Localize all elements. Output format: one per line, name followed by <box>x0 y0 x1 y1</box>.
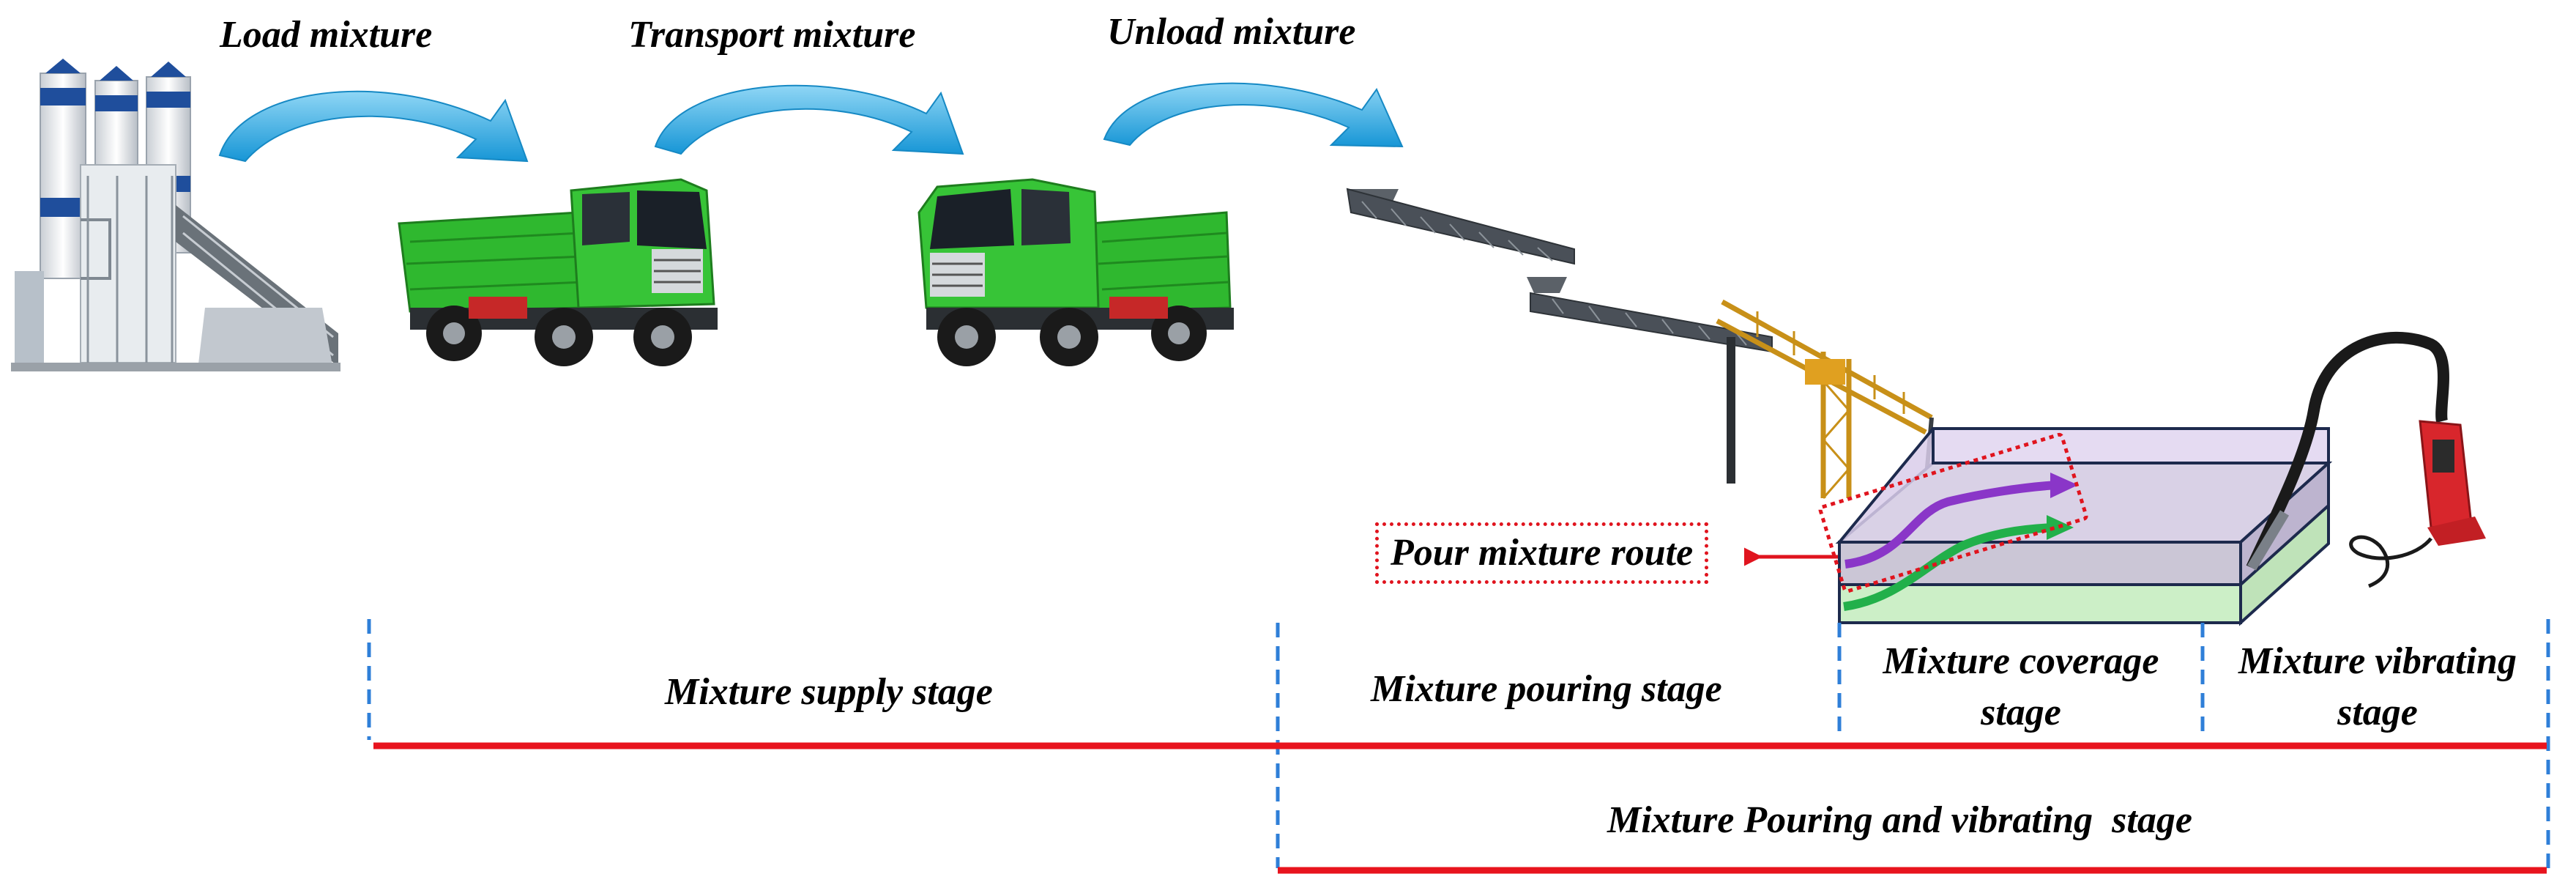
step-transport-label: Transport mixture <box>628 14 916 56</box>
stage-vibrating-label: Mixture vibrating stage <box>2238 640 2517 733</box>
poker-vibrator-icon <box>2246 331 2486 588</box>
stage-pouring-label: Mixture pouring stage <box>1371 668 1722 710</box>
flow-arrow-1-icon <box>218 90 529 163</box>
flow-arrow-2-icon <box>654 84 964 155</box>
batching-plant-icon <box>11 59 340 371</box>
purple-pour-route-icon <box>1844 473 2078 569</box>
concrete-slab-icon <box>1835 427 2333 626</box>
dump-truck-icon <box>398 178 718 366</box>
step-unload-label: Unload mixture <box>1107 11 1356 53</box>
stage-supply-label: Mixture supply stage <box>665 671 993 713</box>
dump-truck-icon <box>917 178 1234 366</box>
flow-arrow-3-icon <box>1103 82 1404 148</box>
conveyor-crane-icon <box>1346 188 1934 499</box>
route-highlight-box <box>1818 432 2088 593</box>
pour-route-label: Pour mixture route <box>1375 522 1709 584</box>
stage-pouring-vibrating-label: Mixture Pouring and vibrating stage <box>1607 799 2192 841</box>
stage-coverage-label: Mixture coverage stage <box>1883 640 2159 733</box>
step-load-label: Load mixture <box>220 14 433 56</box>
